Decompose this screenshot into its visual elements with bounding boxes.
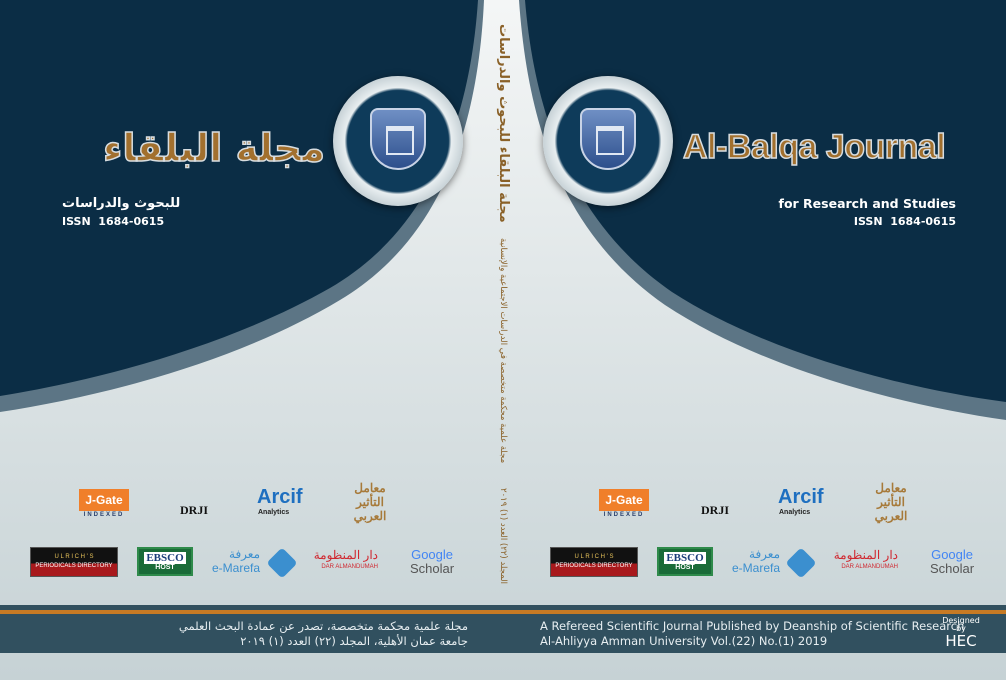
- arcif-logo: Arcif: [257, 486, 303, 508]
- back-title: مجلة البلقاء: [102, 125, 326, 171]
- ulrichs-text: U L R I C H ' S: [574, 554, 614, 560]
- by-text: by: [956, 624, 966, 633]
- ebsco-sub: HOST: [675, 564, 695, 571]
- google-text: Google: [931, 547, 973, 562]
- emarefa-ar: معرفة: [229, 547, 261, 561]
- dar-ar: دار المنظومة: [833, 548, 898, 562]
- dar-en: DAR ALMANDUMAH: [841, 564, 898, 570]
- front-subtitle: for Research and Studies: [778, 196, 956, 211]
- footer-arabic: مجلة علمية محكمة متخصصة، تصدر عن عمادة ا…: [179, 619, 468, 649]
- footer-ar-line1: مجلة علمية محكمة متخصصة، تصدر عن عمادة ا…: [178, 619, 468, 633]
- jgate-logo: J-Gate: [79, 489, 129, 511]
- spine-volume: المجلد (٢٢) العدد (١) ٢٠١٩: [498, 488, 508, 585]
- designer-credit: Designed by HEC: [938, 616, 984, 650]
- shield-icon: [370, 108, 426, 170]
- spine-description: مجلة علمية محكمة متخصصة في الدراسات الاج…: [498, 238, 508, 464]
- google-text: Google: [411, 547, 453, 562]
- back-subtitle: للبحوث والدراسات: [62, 196, 181, 211]
- ulrichs-sub: PERIODICALS DIRECTORY: [35, 563, 113, 569]
- university-emblem-front: [543, 76, 673, 206]
- dar-almandumah-logo: دار المنظومة DAR ALMANDUMAH: [824, 549, 898, 573]
- ulrichs-logo: U L R I C H ' S PERIODICALS DIRECTORY: [550, 547, 638, 577]
- ulrichs-logo: U L R I C H ' S PERIODICALS DIRECTORY: [30, 547, 118, 577]
- ebsco-text: EBSCO: [664, 552, 706, 564]
- university-emblem-back: [333, 76, 463, 206]
- arab-impact-factor-logo: معامل التأثير العربي: [353, 481, 387, 523]
- ulrichs-sub: PERIODICALS DIRECTORY: [555, 563, 633, 569]
- drji-logo: DRJI: [179, 503, 208, 517]
- front-title: Al-Balqa Journal: [682, 127, 946, 167]
- emarefa-ar: معرفة: [749, 547, 781, 561]
- ebsco-sub: HOST: [155, 564, 175, 571]
- ulrichs-text: U L R I C H ' S: [54, 554, 94, 560]
- dar-almandumah-logo: دار المنظومة DAR ALMANDUMAH: [304, 549, 378, 573]
- emarefa-en: e-Marefa: [732, 561, 781, 575]
- drji-logo: DRJI: [700, 503, 729, 517]
- jgate-sub: INDEXED: [83, 512, 125, 518]
- designer-name: HEC: [945, 632, 977, 650]
- emarefa-en: e-Marefa: [212, 561, 261, 575]
- arcif-logo: Arcif: [778, 486, 824, 508]
- arcif-sub: Analytics: [258, 509, 290, 516]
- arcif-sub: Analytics: [779, 509, 811, 516]
- arab-impact-factor-logo: معامل التأثير العربي: [874, 481, 908, 523]
- jgate-sub: INDEXED: [603, 512, 645, 518]
- scholar-text: Scholar: [410, 561, 455, 576]
- back-issn: ISSN 1684-0615: [62, 215, 165, 228]
- jgate-logo: J-Gate: [599, 489, 649, 511]
- scholar-text: Scholar: [930, 561, 975, 576]
- spine-title: مجلة البلقاء للبحوث والدراسات: [496, 24, 511, 223]
- footer-en-line1: A Refereed Scientific Journal Published …: [540, 619, 965, 633]
- front-issn: ISSN 1684-0615: [853, 215, 956, 228]
- shield-icon: [580, 108, 636, 170]
- footer-english: A Refereed Scientific Journal Published …: [540, 619, 964, 649]
- ebsco-text: EBSCO: [144, 552, 186, 564]
- footer-en-line2: Al-Ahliyya Amman University Vol.(22) No.…: [540, 634, 828, 648]
- designed-text: Designed: [942, 616, 980, 625]
- footer-ar-line2: جامعة عمان الأهلية، المجلد (٢٢) العدد (١…: [240, 634, 468, 648]
- dar-en: DAR ALMANDUMAH: [321, 564, 378, 570]
- dar-ar: دار المنظومة: [313, 548, 378, 562]
